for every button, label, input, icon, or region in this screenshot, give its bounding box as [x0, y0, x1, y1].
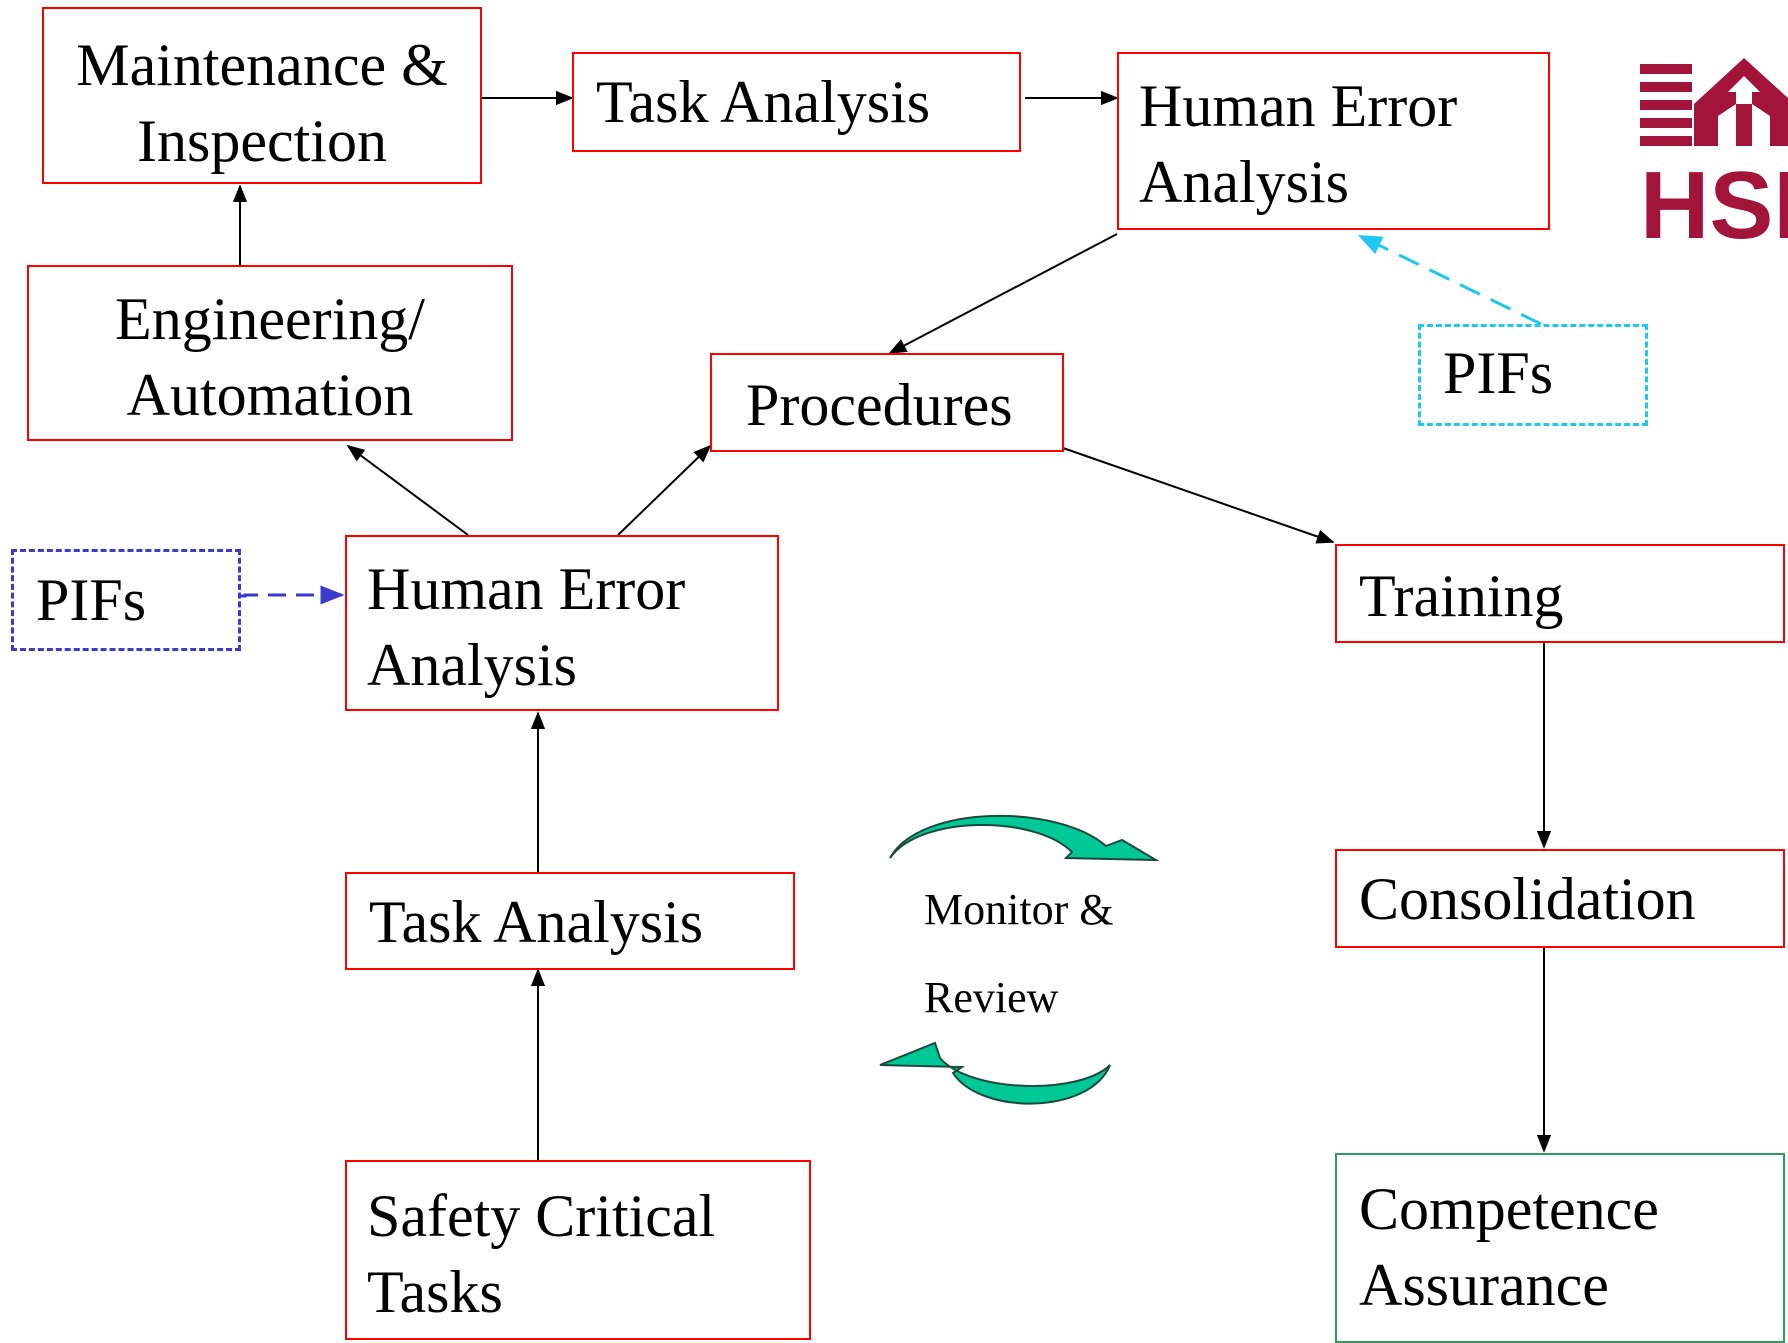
competence-line1: Competence [1359, 1176, 1659, 1242]
pifs-top-label: PIFs [1443, 340, 1554, 406]
engineering-line1: Engineering/ [115, 286, 425, 352]
competence-assurance-box: Competence Assurance [1335, 1153, 1785, 1343]
safety-critical-tasks-box: Safety Critical Tasks [345, 1160, 811, 1340]
training-label: Training [1359, 563, 1564, 629]
arrow-procedures-to-training [1062, 447, 1335, 544]
hse-logo-emblem-icon [1640, 58, 1788, 146]
cycle-arrow-bottom-icon [879, 1041, 1111, 1105]
monitor-review-line1: Monitor & [924, 885, 1114, 934]
competence-line2: Assurance [1359, 1252, 1609, 1318]
task-analysis-bottom-label: Task Analysis [369, 889, 704, 955]
hse-logo-text: HSE [1640, 152, 1788, 249]
monitor-review-line2: Review [924, 973, 1059, 1022]
maintenance-line1: Maintenance & [76, 32, 448, 98]
arrow-pifs-top-to-human-error-top [1357, 234, 1542, 326]
procedures-box: Procedures [710, 353, 1064, 452]
arrow-human-error-mid-to-engineering [346, 444, 469, 536]
maintenance-inspection-box: Maintenance & Inspection [42, 7, 482, 184]
cycle-arrow-top-icon [889, 814, 1160, 862]
human-error-top-line1: Human Error [1139, 73, 1458, 139]
human-error-analysis-top-box: Human Error Analysis [1117, 52, 1550, 230]
pifs-left-box: PIFs [11, 549, 241, 651]
human-error-mid-line1: Human Error [367, 556, 686, 622]
human-error-mid-line2: Analysis [367, 632, 577, 698]
pifs-left-label: PIFs [36, 567, 147, 633]
monitor-review-label: Monitor & Review [924, 885, 1113, 1023]
consolidation-box: Consolidation [1335, 849, 1785, 948]
arrow-human-error-mid-to-procedures [617, 444, 712, 536]
engineering-line2: Automation [126, 362, 414, 428]
pifs-top-box: PIFs [1418, 324, 1648, 426]
training-box: Training [1335, 544, 1785, 643]
maintenance-line2: Inspection [137, 108, 387, 174]
safety-critical-line2: Tasks [367, 1259, 503, 1325]
arrow-pifs-left-to-human-error-mid [241, 585, 345, 605]
human-error-top-line2: Analysis [1139, 149, 1349, 215]
task-analysis-top-box: Task Analysis [572, 52, 1021, 152]
procedures-label: Procedures [746, 372, 1013, 438]
arrow-human-error-top-to-procedures [888, 233, 1118, 354]
human-error-analysis-mid-box: Human Error Analysis [345, 535, 779, 711]
consolidation-label: Consolidation [1359, 866, 1696, 932]
task-analysis-top-label: Task Analysis [596, 69, 931, 135]
task-analysis-bottom-box: Task Analysis [345, 872, 795, 970]
engineering-automation-box: Engineering/ Automation [27, 265, 513, 441]
hse-logo: HSE [1640, 58, 1788, 248]
safety-critical-line1: Safety Critical [367, 1183, 716, 1249]
